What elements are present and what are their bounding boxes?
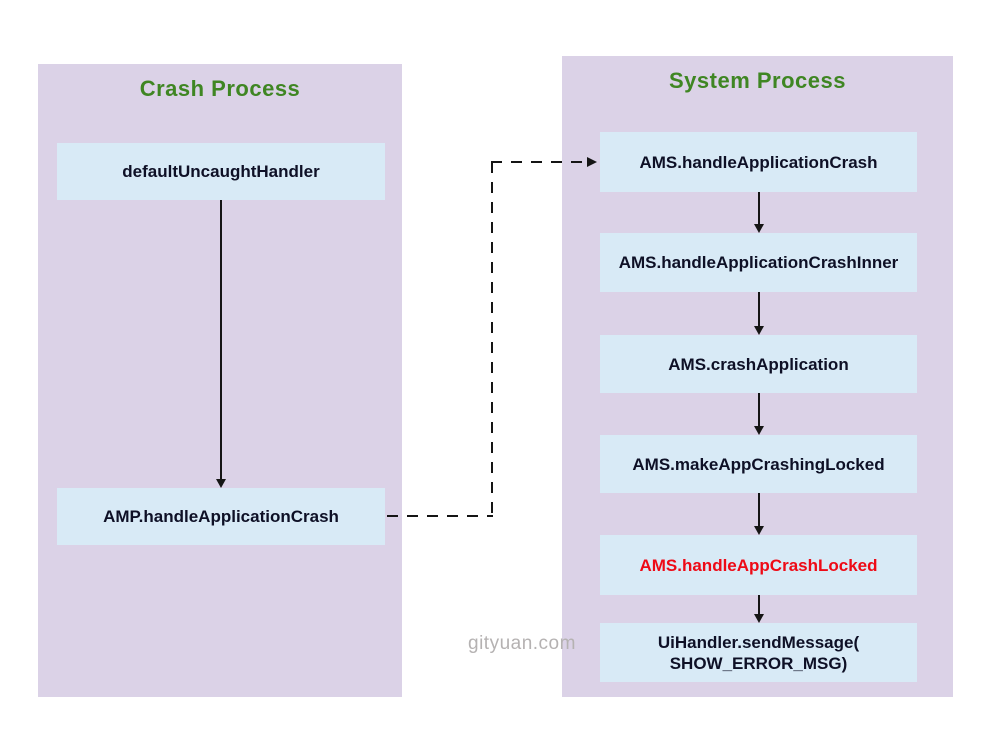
node-ams-handle-app-crash-locked: AMS.handleAppCrashLocked (600, 535, 917, 595)
crash-process-title: Crash Process (139, 76, 301, 101)
arrow-default-to-amp-line (220, 200, 222, 479)
node-label: AMS.handleApplicationCrash (639, 152, 878, 172)
system-process-panel: System Process AMS.handleApplicationCras… (562, 56, 953, 697)
watermark: gityuan.com (468, 633, 576, 654)
arrow-down-icon (754, 526, 764, 535)
arrow-r4-r5-line (758, 493, 760, 526)
crash-process-panel: Crash Process defaultUncaughtHandler AMP… (38, 64, 402, 697)
node-label: AMS.handleAppCrashLocked (639, 555, 878, 575)
arrow-down-icon (754, 426, 764, 435)
arrow-right-icon (587, 157, 597, 167)
arrow-down-icon (754, 326, 764, 335)
arrow-r3-r4-line (758, 393, 760, 426)
arrow-down-icon (216, 479, 226, 488)
node-label: AMP.handleApplicationCrash (103, 507, 339, 526)
node-label: defaultUncaughtHandler (122, 162, 320, 181)
node-label: AMS.handleApplicationCrashInner (618, 253, 899, 272)
node-ams-crash-application: AMS.crashApplication (600, 335, 917, 393)
arrow-down-icon (754, 224, 764, 233)
node-ams-handle-application-crash: AMS.handleApplicationCrash (600, 132, 917, 192)
dashed-connector-top-segment (491, 161, 587, 163)
node-ams-handle-application-crash-inner: AMS.handleApplicationCrashInner (600, 233, 917, 292)
node-label: UiHandler.sendMessage( SHOW_ERROR_MSG) (657, 632, 860, 673)
node-default-uncaught-handler: defaultUncaughtHandler (57, 143, 385, 200)
node-ams-make-app-crashing-locked: AMS.makeAppCrashingLocked (600, 435, 917, 493)
system-process-title: System Process (669, 68, 846, 93)
arrow-down-icon (754, 614, 764, 623)
dashed-connector-bottom-segment (387, 515, 493, 517)
node-label: AMS.makeAppCrashingLocked (632, 454, 885, 474)
node-label: AMS.crashApplication (668, 354, 849, 374)
node-amp-handle-application-crash: AMP.handleApplicationCrash (57, 488, 385, 545)
node-uihandler-send-message: UiHandler.sendMessage( SHOW_ERROR_MSG) (600, 623, 917, 682)
arrow-r5-r6-line (758, 595, 760, 614)
dashed-connector-vertical-segment (491, 162, 493, 517)
arrow-r1-r2-line (758, 192, 760, 224)
arrow-r2-r3-line (758, 292, 760, 326)
